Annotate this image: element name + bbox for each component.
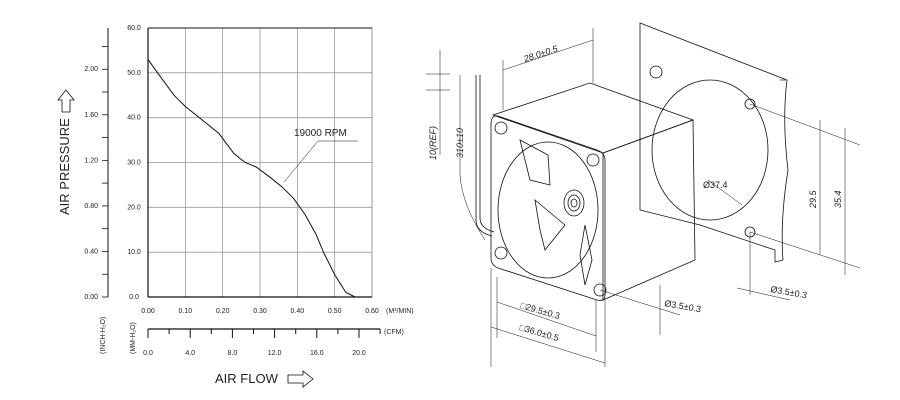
y2-tick-label: 0.80	[84, 203, 98, 210]
impeller-ring	[497, 141, 599, 279]
arrow-up-icon	[57, 89, 75, 113]
x-tick-label: 0.10	[179, 308, 193, 315]
series-line-19000-rpm	[147, 59, 356, 298]
y-tick-label: 20.0	[127, 204, 141, 211]
y-unit-label: (MM-H₂O)	[130, 322, 137, 354]
x-tick-label: 0.00	[141, 308, 155, 315]
y-tick-label: 50.0	[127, 70, 141, 77]
y-tick-label: 30.0	[127, 160, 141, 167]
dim-ref: 10(REF)	[428, 126, 438, 160]
fan-side-face	[602, 119, 696, 301]
lead-wires	[475, 75, 495, 237]
fan-front-face	[490, 115, 606, 301]
y2-tick-label: 0.40	[84, 248, 98, 255]
x2-tick-label: 12.0	[268, 350, 282, 357]
x-tick-label: 0.20	[216, 308, 230, 315]
series-label: 19000 RPM	[294, 128, 347, 139]
dim-outer-v: 35.4	[833, 190, 843, 208]
chart-grid	[147, 27, 373, 298]
y2-tick-label: 2.00	[84, 66, 98, 73]
x-tick-label: 0.40	[291, 308, 305, 315]
chart-series	[147, 59, 356, 298]
dim-hole-pitch-v: 29.5	[808, 189, 818, 209]
dim-outer-h: □36.0±0.5	[518, 322, 560, 343]
fan-blade	[534, 199, 566, 251]
y-tick-label: 10.0	[127, 249, 141, 256]
y2-tick-label: 0.00	[84, 294, 98, 301]
y-tick-label: 40.0	[127, 115, 141, 122]
fan-drawing	[426, 22, 861, 367]
y-tick-label: 60.0	[127, 25, 141, 32]
fan-blade	[579, 224, 593, 286]
x-axis-label: AIR FLOW	[215, 371, 279, 386]
dim-hole-front: Ø3.5±0.3	[664, 298, 702, 314]
y2-unit-label: (INCH-H₂O)	[100, 317, 107, 354]
x-unit-label: (M³/MIN)	[386, 308, 414, 315]
y2-tick-label: 1.60	[84, 112, 98, 119]
x2-tick-label: 16.0	[310, 350, 324, 357]
x-tick-label: 0.60	[365, 308, 379, 315]
series-leader-line	[283, 140, 358, 183]
y2-tick-label: 1.20	[84, 157, 98, 164]
x2-tick-label: 20.0	[352, 350, 366, 357]
y-tick-label: 0.0	[129, 294, 139, 301]
x2-unit-label: (CFM)	[384, 329, 404, 336]
dim-hole-back: Ø3.5±0.3	[770, 284, 808, 300]
fan-blade	[519, 139, 551, 186]
y-axis-label: AIR PRESSURE	[57, 118, 72, 215]
plate-hole	[744, 98, 756, 110]
dim-depth: 28.0±0.5	[522, 43, 560, 64]
dim-lead: 310±10	[455, 128, 465, 158]
fan-top-face	[491, 82, 695, 154]
plate-hole	[649, 65, 663, 79]
dim-diameter: Ø37.4	[703, 180, 728, 190]
venturi-circle	[651, 79, 769, 221]
x2-tick-label: 8.0	[228, 350, 238, 357]
back-plate	[639, 22, 789, 263]
chart-ticks: 0.00 0.10 0.20 0.30 0.40 0.50 0.60 0.0 10.0 20.0 3…	[84, 25, 381, 357]
x2-tick-label: 4.0	[185, 350, 195, 357]
arrow-right-icon	[287, 370, 314, 388]
x2-tick-label: 0.0	[143, 350, 153, 357]
x-tick-label: 0.50	[328, 308, 342, 315]
x-tick-label: 0.30	[253, 308, 267, 315]
dim-hole-pitch-h: □29.5±0.3	[519, 300, 561, 321]
